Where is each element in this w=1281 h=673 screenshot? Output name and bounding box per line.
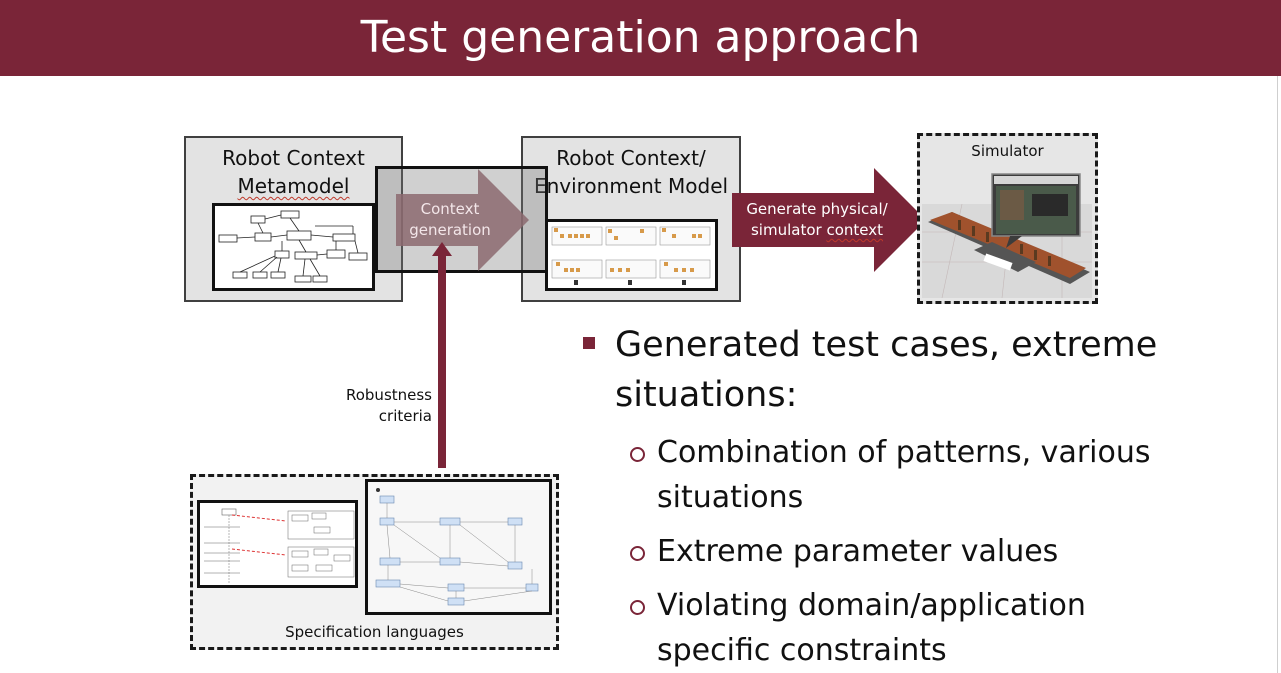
state-machine-thumbnail	[365, 479, 552, 615]
environment-title-line1: Robot Context/	[556, 146, 706, 170]
sub-bullet-1-line1: Combination of patterns, various	[657, 435, 1151, 470]
metamodel-title-line2: Metamodel	[237, 174, 350, 198]
slide-title: Test generation approach	[360, 12, 921, 63]
simulator-render	[922, 173, 1092, 298]
generate-context-arrow	[732, 168, 926, 272]
sequence-diagram	[204, 508, 355, 583]
environment-grid-thumbnails	[551, 226, 711, 285]
metamodel-title-line1: Robot Context	[222, 146, 365, 170]
context-generation-line2: generation	[409, 221, 491, 239]
specification-languages-label: Specification languages	[285, 623, 464, 641]
main-bullet-line1: Generated test cases, extreme	[615, 325, 1158, 365]
metamodel-class-diagram	[212, 203, 375, 291]
generate-context-line1: Generate physical/	[746, 200, 888, 218]
main-bullet-marker	[583, 337, 595, 349]
title-bar	[0, 0, 1281, 76]
state-machine-diagram	[368, 482, 549, 612]
context-generation-line1: Context	[420, 200, 480, 218]
context-generation-arrow	[396, 169, 529, 271]
robustness-line1: Robustness	[345, 386, 432, 404]
robustness-arrow	[432, 242, 452, 468]
slide-edge-rule	[1277, 76, 1278, 673]
sub-bullet-3-line2: specific constraints	[657, 633, 947, 668]
generate-context-line2a: simulator	[750, 221, 827, 239]
sub-bullet-marker-2	[630, 546, 645, 561]
sub-bullet-3-line1: Violating domain/application	[657, 588, 1086, 623]
generate-context-line2b: context	[826, 221, 883, 239]
main-bullet-line2: situations:	[615, 375, 798, 415]
class-diagram-thumbnail	[218, 210, 368, 283]
sub-bullet-marker-3	[630, 600, 645, 615]
environment-model-thumbnails	[545, 219, 718, 291]
robustness-line2: criteria	[378, 407, 432, 425]
sub-bullet-marker-1	[630, 447, 645, 462]
simulator-label: Simulator	[971, 142, 1044, 160]
sub-bullet-2-line1: Extreme parameter values	[657, 534, 1059, 569]
sub-bullet-1-line2: situations	[657, 480, 804, 515]
sequence-diagram-thumbnail	[197, 500, 358, 588]
environment-title-line2: Environment Model	[533, 174, 729, 198]
